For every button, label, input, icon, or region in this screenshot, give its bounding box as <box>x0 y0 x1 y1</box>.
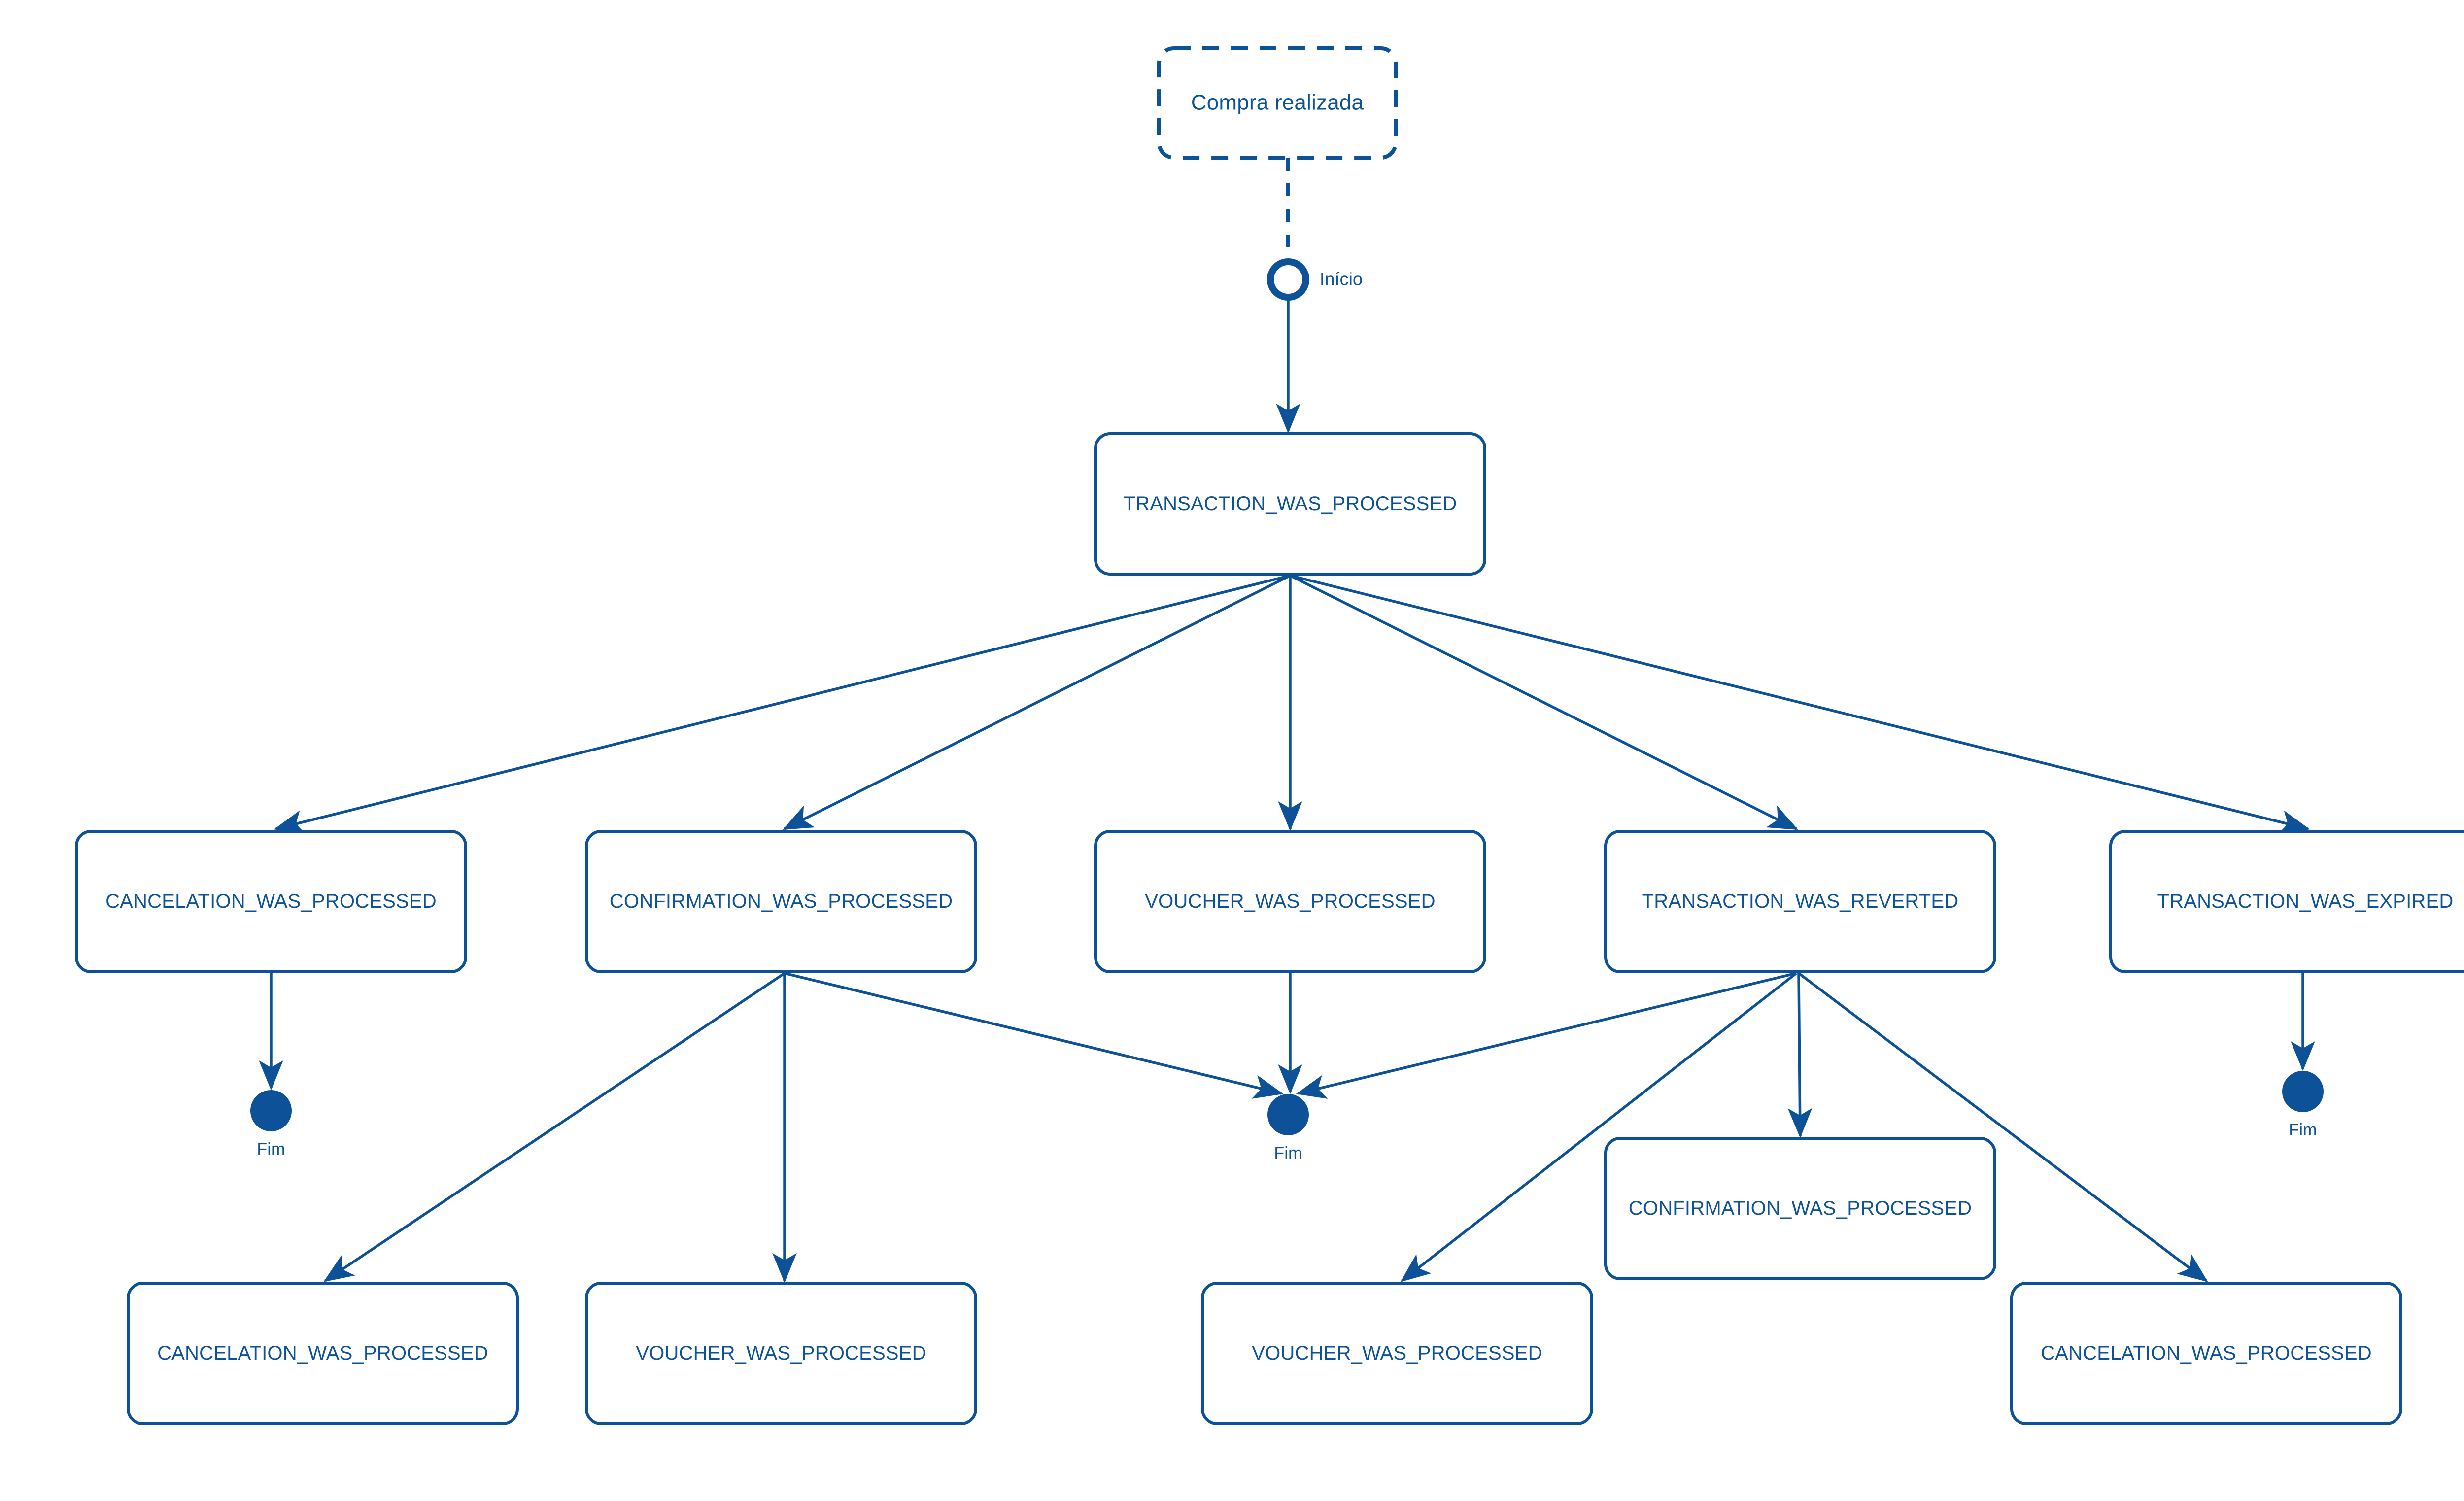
l2-confirmation-box-shape <box>585 830 977 973</box>
edge-root-to-reverted <box>1289 574 1798 830</box>
node-voucher-was-processed-l3-left[interactable]: VOUCHER_WAS_PROCESSED <box>585 1282 977 1425</box>
node-start-inicio[interactable]: Início <box>1267 258 1363 301</box>
edge-reverted-to-end-mid <box>1296 972 1797 1099</box>
edge-confirmation-to-cancelation3 <box>323 972 786 1282</box>
l2-confirmation-label: CONFIRMATION_WAS_PROCESSED <box>610 890 953 912</box>
edge-root-to-cancelation <box>274 574 1291 834</box>
node-cancelation-was-processed-l3-left[interactable]: CANCELATION_WAS_PROCESSED <box>127 1282 519 1425</box>
edge-reverted-to-voucher3 <box>1400 972 1797 1282</box>
root-label: TRANSACTION_WAS_PROCESSED <box>1124 493 1457 514</box>
edge-confirmation-to-end-mid <box>784 972 1284 1099</box>
node-transaction-was-reverted-l2[interactable]: TRANSACTION_WAS_REVERTED <box>1604 830 1996 973</box>
node-end-fim-right[interactable]: Fim <box>2282 1071 2324 1139</box>
trigger-label: Compra realizada <box>1191 91 1364 115</box>
end-circle-icon-left <box>250 1090 292 1131</box>
node-voucher-was-processed-l2[interactable]: VOUCHER_WAS_PROCESSED <box>1094 830 1486 973</box>
l2-expired-box-shape <box>2109 830 2464 973</box>
l3-confirmation-box-shape <box>1604 1137 1996 1280</box>
l3-cancelation-right-box-shape <box>2010 1282 2402 1425</box>
l2-cancelation-box-shape <box>75 830 467 973</box>
edge-reverted-to-confirmation3 <box>1787 973 1813 1138</box>
end-circle-icon-right <box>2282 1071 2324 1112</box>
node-cancelation-was-processed-l2[interactable]: CANCELATION_WAS_PROCESSED <box>75 830 467 973</box>
l2-expired-label: TRANSACTION_WAS_EXPIRED <box>2157 890 2453 912</box>
l3-voucher-left-box-shape <box>585 1282 977 1425</box>
l2-voucher-box-shape <box>1094 830 1486 973</box>
node-layer: Compra realizada Início TRANSACTION_WAS_… <box>75 46 2464 1425</box>
edge-layer <box>259 158 2315 1283</box>
l3-cancelation-right-label: CANCELATION_WAS_PROCESSED <box>2041 1342 2372 1364</box>
end-label-right: Fim <box>2289 1121 2317 1139</box>
end-circle-icon-mid <box>1267 1094 1309 1135</box>
trigger-box-shape <box>1157 46 1398 160</box>
node-confirmation-was-processed-l3[interactable]: CONFIRMATION_WAS_PROCESSED <box>1604 1137 1996 1280</box>
start-label: Início <box>1320 269 1363 289</box>
l3-voucher-right-box-shape <box>1201 1282 1593 1425</box>
node-voucher-was-processed-l3-right[interactable]: VOUCHER_WAS_PROCESSED <box>1201 1282 1593 1425</box>
l2-reverted-label: TRANSACTION_WAS_REVERTED <box>1642 890 1959 912</box>
l3-cancelation-left-label: CANCELATION_WAS_PROCESSED <box>157 1342 488 1364</box>
end-label-mid: Fim <box>1274 1144 1302 1162</box>
l3-confirmation-label: CONFIRMATION_WAS_PROCESSED <box>1629 1197 1972 1219</box>
l3-voucher-right-label: VOUCHER_WAS_PROCESSED <box>1252 1342 1542 1364</box>
node-end-fim-mid[interactable]: Fim <box>1267 1094 1309 1162</box>
node-transaction-was-processed[interactable]: TRANSACTION_WAS_PROCESSED <box>1094 432 1486 576</box>
l2-reverted-box-shape <box>1604 830 1996 973</box>
l3-cancelation-left-box-shape <box>127 1282 519 1425</box>
node-confirmation-was-processed-l2[interactable]: CONFIRMATION_WAS_PROCESSED <box>585 830 977 973</box>
l2-cancelation-label: CANCELATION_WAS_PROCESSED <box>105 890 437 912</box>
end-label-left: Fim <box>257 1140 285 1159</box>
l2-voucher-label: VOUCHER_WAS_PROCESSED <box>1145 890 1436 912</box>
node-end-fim-left[interactable]: Fim <box>250 1090 292 1159</box>
root-box-shape <box>1094 432 1486 576</box>
edge-reverted-to-cancelation3 <box>1798 972 2208 1282</box>
l3-voucher-left-label: VOUCHER_WAS_PROCESSED <box>636 1342 926 1364</box>
start-circle-icon <box>1267 258 1309 301</box>
node-cancelation-was-processed-l3-right[interactable]: CANCELATION_WAS_PROCESSED <box>2010 1282 2402 1425</box>
edge-root-to-expired <box>1290 574 2310 834</box>
edge-root-to-confirmation <box>783 574 1291 830</box>
node-trigger-compra-realizada[interactable]: Compra realizada <box>1157 46 1398 160</box>
node-transaction-was-expired-l2[interactable]: TRANSACTION_WAS_EXPIRED <box>2109 830 2464 973</box>
